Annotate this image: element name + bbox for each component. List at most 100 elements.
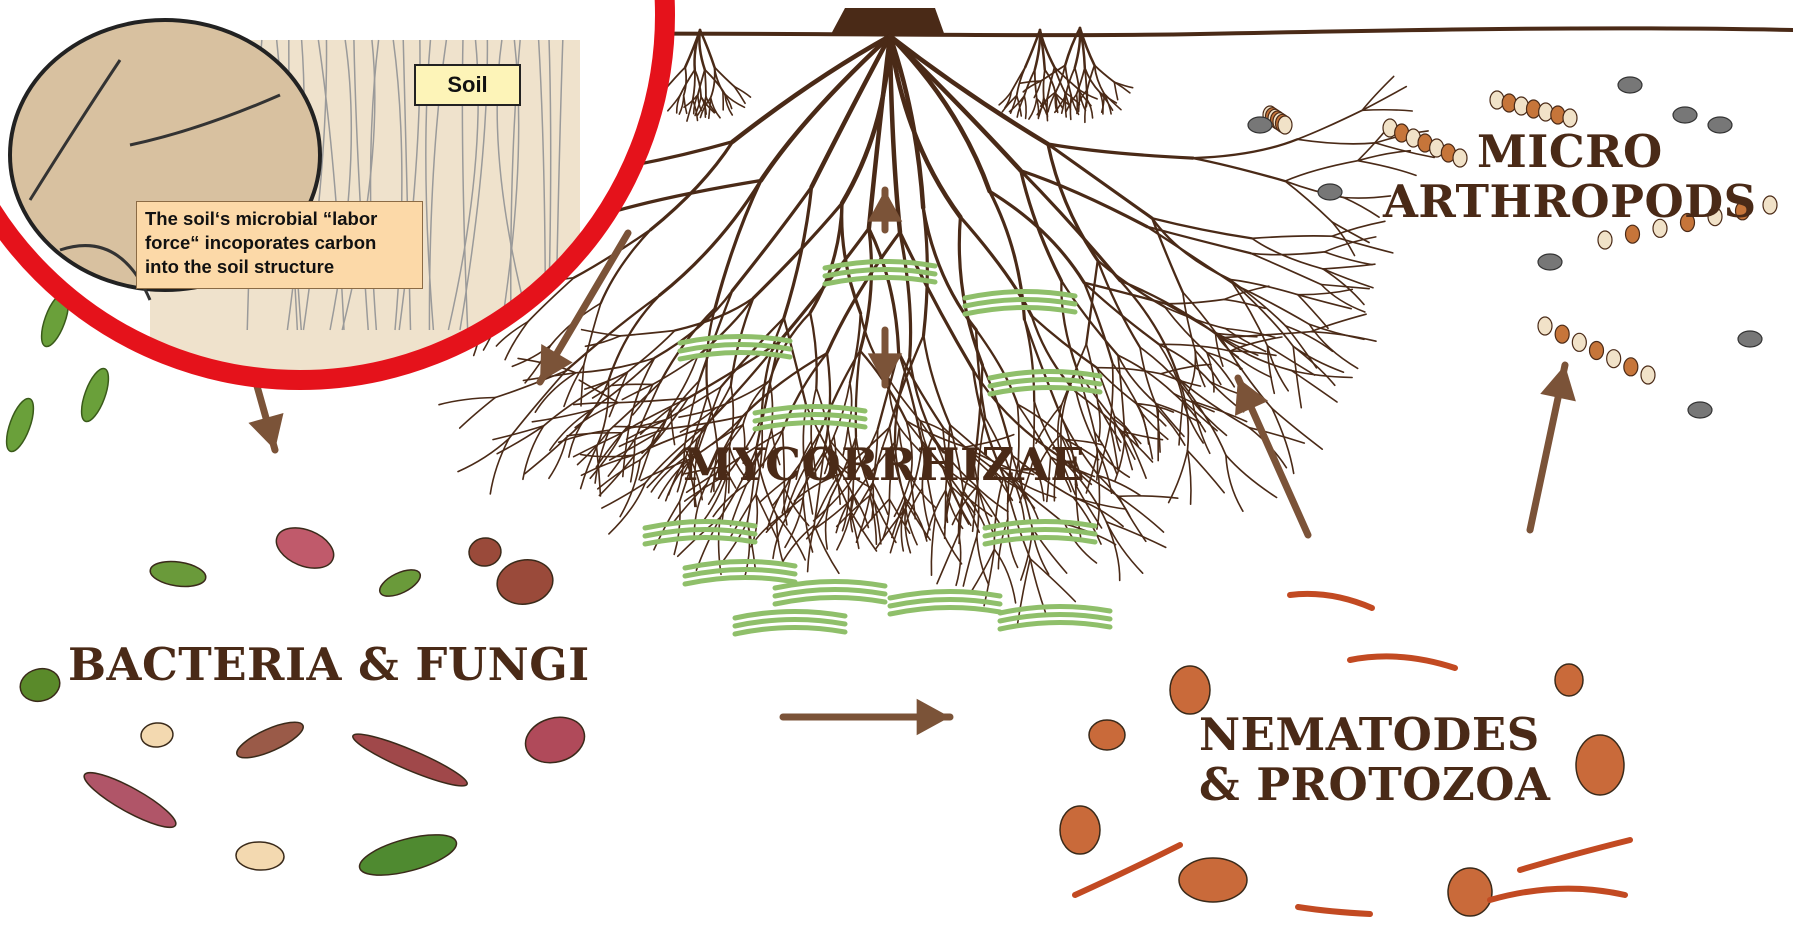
- root-branch: [681, 70, 695, 95]
- root-branch: [1251, 253, 1321, 284]
- caption-line-1: The soil‘s microbial “labor: [145, 207, 414, 231]
- root-branch: [931, 517, 935, 575]
- arthropod-segment: [1626, 225, 1640, 243]
- root-branch: [567, 433, 622, 436]
- root-branch: [963, 536, 977, 586]
- root-branch: [1236, 285, 1293, 346]
- root-branch: [1098, 403, 1121, 442]
- root-branch: [1106, 522, 1119, 581]
- nematodes-protozoa-line1: NEMATODES: [1199, 710, 1550, 760]
- root-branch: [890, 36, 990, 191]
- arthropod-segment: [1607, 350, 1621, 368]
- nematode: [1520, 840, 1630, 870]
- arrow-head: [1540, 365, 1576, 401]
- bacteria-cell: [467, 536, 503, 568]
- root-branch: [734, 86, 750, 97]
- hypha-strand: [645, 537, 755, 544]
- caption-line-2: force“ incoporates carbon: [145, 231, 414, 255]
- bacteria-cell: [494, 555, 557, 608]
- root-branch: [850, 313, 861, 382]
- root-branch: [684, 67, 686, 95]
- mite: [1538, 254, 1562, 270]
- nematode: [1290, 594, 1372, 608]
- nematode: [1298, 907, 1370, 914]
- root-branch: [715, 181, 761, 309]
- root-branch: [1325, 237, 1376, 252]
- root-branch: [1207, 353, 1242, 369]
- arrow-head: [868, 353, 903, 385]
- protozoa-cell: [1448, 868, 1492, 916]
- root-branch: [1070, 96, 1071, 120]
- root-branch: [1193, 139, 1297, 158]
- micro-arthropod: [1490, 91, 1577, 127]
- root-branch: [1251, 252, 1325, 255]
- arthropod-segment: [1641, 366, 1655, 384]
- leaf: [76, 365, 114, 424]
- protozoa-cell: [1555, 664, 1583, 696]
- hypha-strand: [965, 307, 1075, 314]
- arthropod-segment: [1763, 196, 1777, 214]
- flow-arrow-arthropods-up: [1530, 365, 1576, 530]
- protozoa-cell: [1060, 806, 1100, 854]
- root-branch: [679, 95, 683, 114]
- root-branch: [1021, 171, 1062, 281]
- root-branch: [1362, 110, 1412, 111]
- bacteria-cell: [149, 558, 208, 590]
- mite: [1673, 107, 1697, 123]
- root-branch: [1030, 559, 1075, 602]
- root-branch: [609, 483, 645, 534]
- inset-content: [0, 0, 680, 400]
- arrow-head: [917, 699, 950, 735]
- bacteria-cell: [17, 664, 64, 705]
- arthropod-segment: [1590, 342, 1604, 360]
- root-branch: [1309, 324, 1357, 368]
- root-branch: [1297, 139, 1375, 144]
- root-branch: [1362, 76, 1394, 110]
- root-branch: [1183, 292, 1195, 350]
- arthropod-segment: [1624, 358, 1638, 376]
- flow-arrow-right: [783, 699, 950, 735]
- root-branch: [1183, 292, 1216, 332]
- arthropod-segment: [1539, 103, 1553, 121]
- hypha-strand: [825, 277, 935, 284]
- root-branch: [1297, 110, 1362, 139]
- bacteria-cell: [356, 827, 461, 884]
- trunk-base: [830, 8, 945, 36]
- root-branch: [1024, 96, 1026, 119]
- nematode: [1490, 889, 1625, 900]
- bacteria-cell: [79, 764, 182, 835]
- soil-tag: Soil: [414, 64, 521, 106]
- root-branch: [567, 381, 609, 438]
- root-branch: [1065, 95, 1066, 117]
- root-branch: [924, 336, 950, 425]
- mite: [1618, 77, 1642, 93]
- root-branch: [732, 187, 811, 291]
- protozoa-cell: [1576, 735, 1624, 795]
- root-branch: [711, 67, 715, 97]
- root-branch: [1272, 409, 1322, 450]
- root-branch: [1043, 70, 1044, 98]
- bacteria-cell: [349, 727, 471, 794]
- root-branch: [1169, 451, 1188, 503]
- nematode: [1350, 656, 1455, 668]
- microbial-labor-caption: The soil‘s microbial “labor force“ incop…: [136, 201, 423, 289]
- arthropod-segment: [1555, 325, 1569, 343]
- protozoa-cell: [1089, 720, 1125, 750]
- nematodes-protozoa-label: NEMATODES & PROTOZOA: [1199, 710, 1550, 809]
- root-branch: [1230, 280, 1286, 326]
- root-branch: [693, 70, 695, 100]
- hypha-strand: [1000, 622, 1110, 629]
- root-branch: [705, 70, 706, 97]
- root-branch: [1193, 158, 1285, 181]
- arthropod-segment: [1572, 333, 1586, 351]
- arthropod-segment: [1598, 231, 1612, 249]
- root-branch: [1021, 171, 1147, 227]
- hypha-strand: [735, 627, 845, 634]
- bacteria-cell: [236, 841, 285, 871]
- arthropod-segment: [1527, 100, 1541, 118]
- root-branch: [1285, 161, 1358, 181]
- root-branch: [668, 95, 681, 111]
- root-branch: [1119, 496, 1178, 498]
- root-branch: [1048, 144, 1193, 158]
